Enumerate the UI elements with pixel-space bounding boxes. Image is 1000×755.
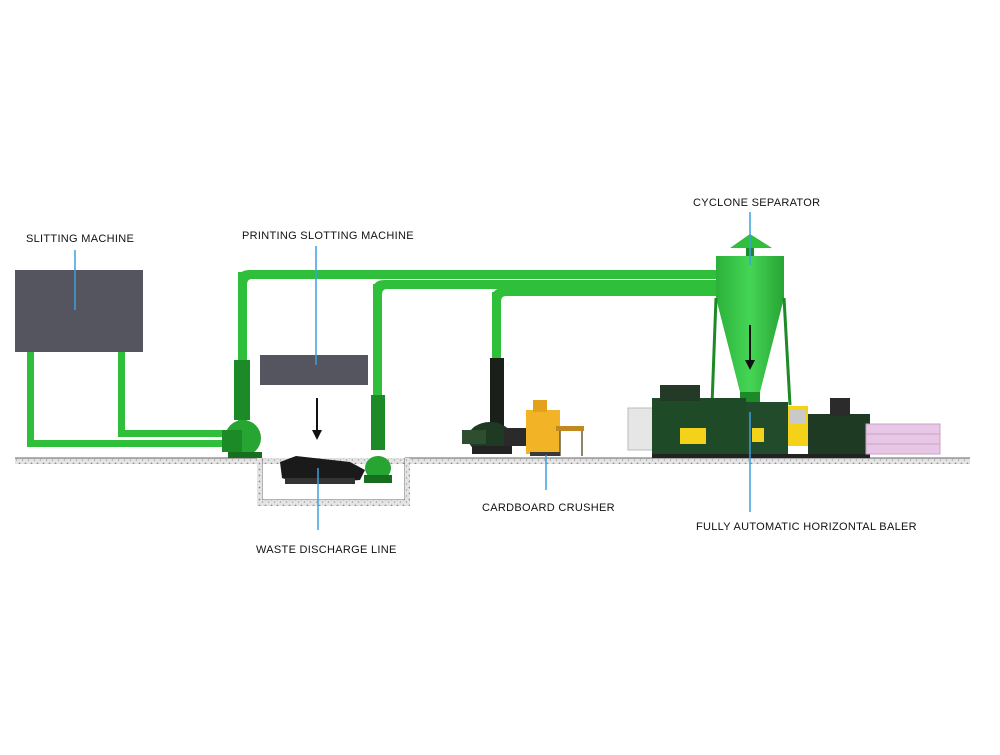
- label-horizontal-baler: FULLY AUTOMATIC HORIZONTAL BALER: [696, 521, 917, 533]
- blower-fan-2: [364, 395, 392, 483]
- down-arrow-icon: [312, 398, 322, 440]
- label-slitting-machine: SLITTING MACHINE: [26, 233, 135, 245]
- blower-fan-1: [222, 360, 262, 458]
- label-cyclone-separator: CYCLONE SEPARATOR: [693, 197, 821, 209]
- ground: [15, 457, 970, 506]
- label-cardboard-crusher: CARDBOARD CRUSHER: [482, 502, 615, 514]
- cardboard-crusher: [526, 400, 584, 456]
- crusher-blower: [462, 358, 528, 454]
- label-waste-discharge-line: WASTE DISCHARGE LINE: [256, 544, 397, 556]
- slitting-machine: [15, 270, 232, 447]
- label-printing-slotting-machine: PRINTING SLOTTING MACHINE: [242, 230, 414, 242]
- bales: [865, 423, 941, 455]
- printing-slotting-machine: [260, 355, 368, 385]
- overhead-ducts: [238, 270, 725, 432]
- waste-discharge-conveyor: [280, 456, 365, 484]
- horizontal-baler: [627, 385, 870, 458]
- cyclone-separator: [710, 234, 792, 406]
- leader-lines: [74, 212, 751, 530]
